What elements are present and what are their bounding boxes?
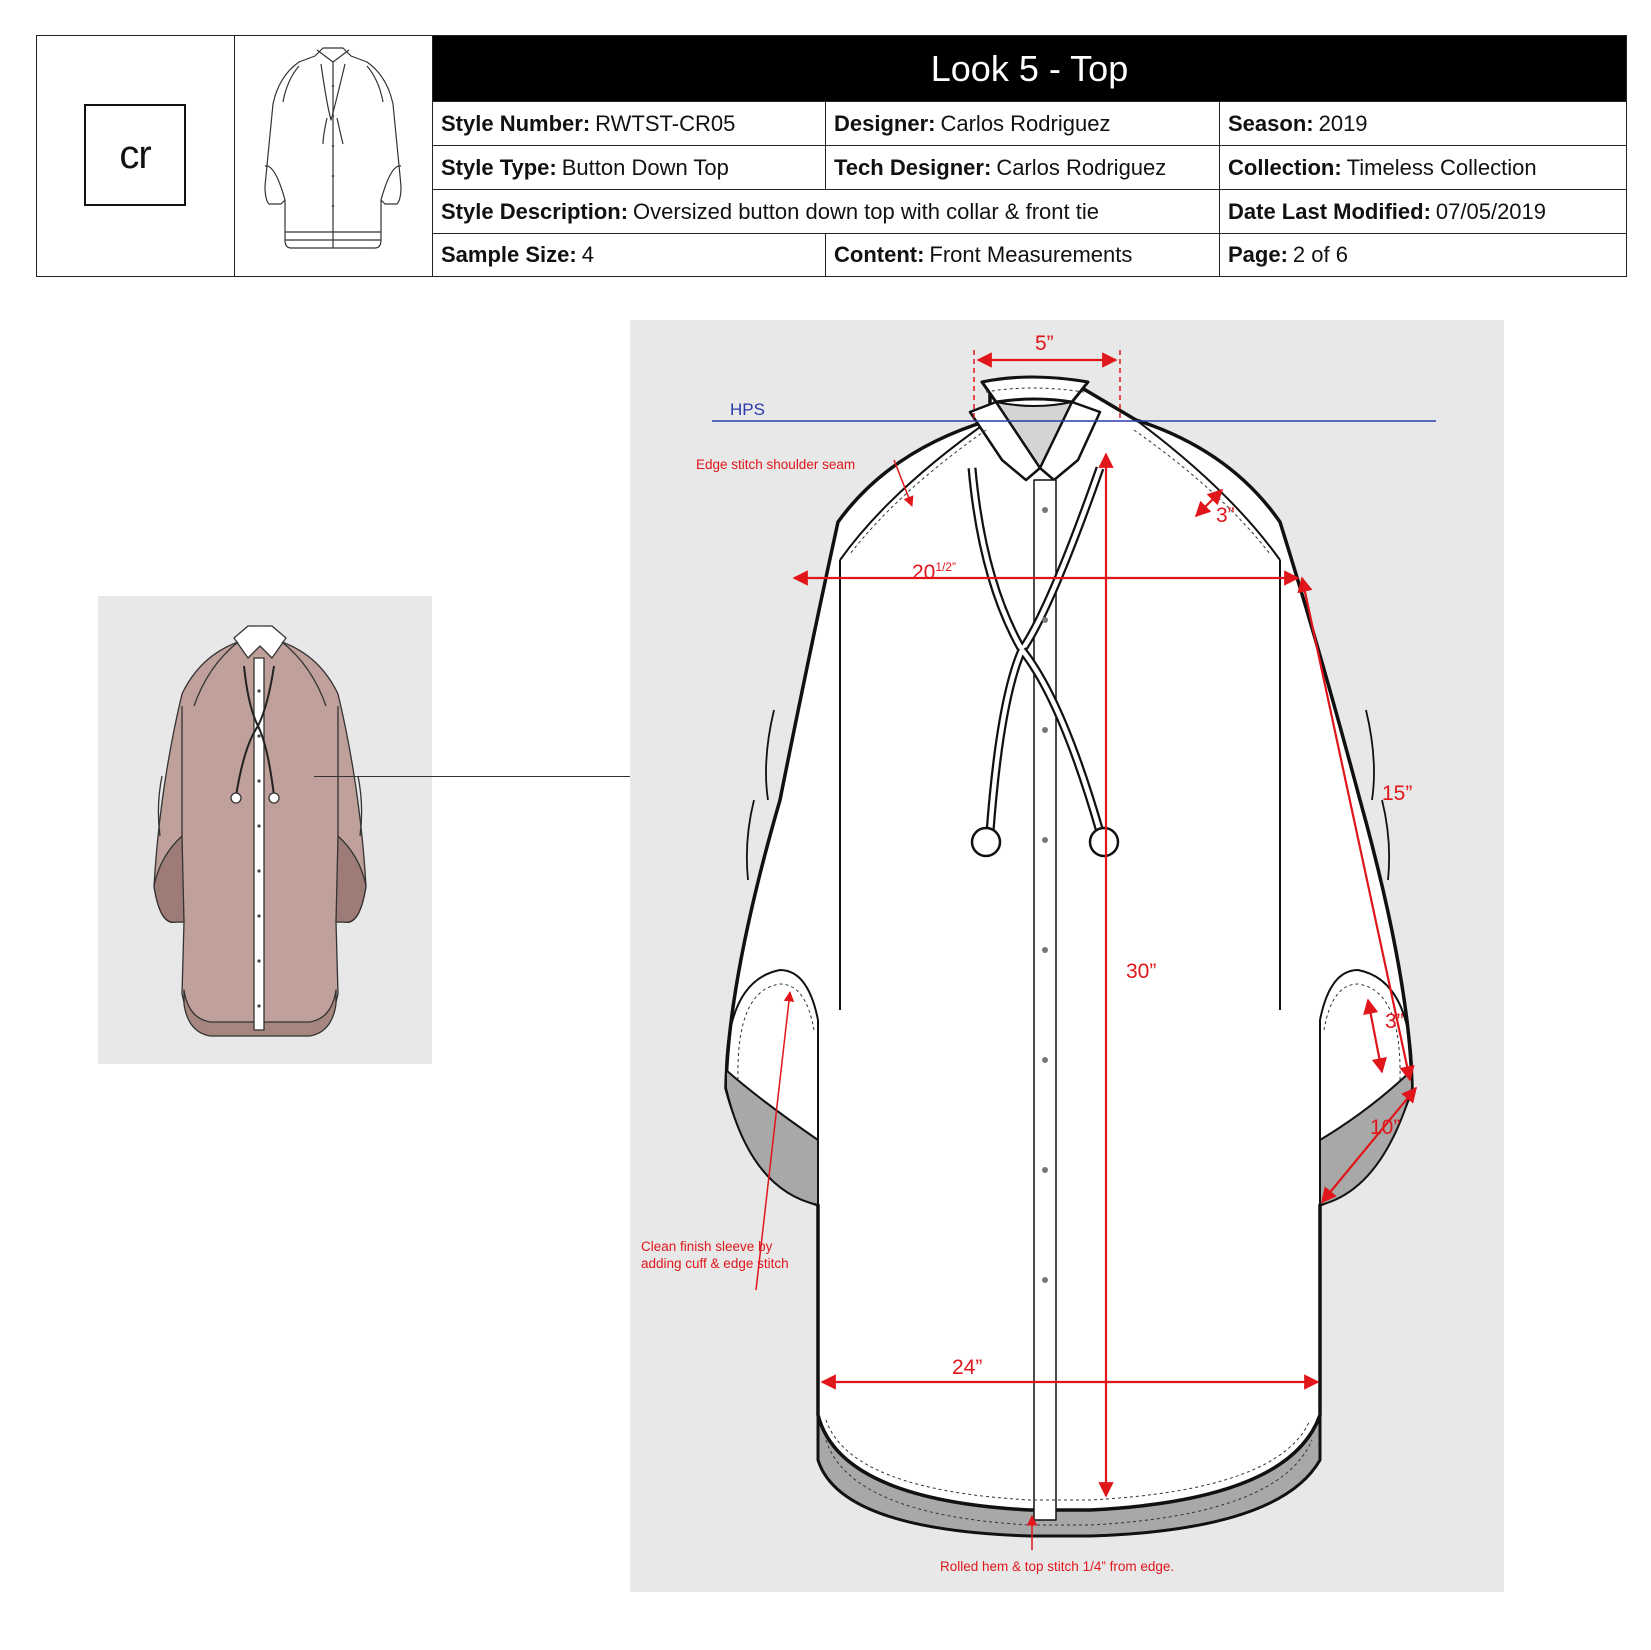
collection-cell: Collection:Timeless Collection (1219, 146, 1626, 189)
style-description-cell: Style Description:Oversized button down … (441, 198, 1099, 224)
date-modified-cell: Date Last Modified:07/05/2019 (1219, 190, 1626, 233)
sleeve-length-label: 15” (1382, 782, 1413, 805)
page-title: Look 5 - Top (433, 36, 1626, 101)
spec-header: cr Look 5 - Top Style Number:RWTST-CR (36, 35, 1627, 277)
garment-thumbnail-sketch (264, 47, 402, 249)
front-length-label: 30” (1126, 960, 1157, 983)
sleeve-finish-note-line-2: adding cuff & edge stitch (641, 1256, 789, 1271)
hps-label: HPS (730, 400, 765, 419)
header-row-2: Style Type:Button Down Top Tech Designer… (433, 145, 1626, 189)
colored-garment-sketch (153, 625, 367, 1037)
shoulder-seam-note: Edge stitch shoulder seam (696, 457, 856, 472)
cuff-height-label: 3” (1385, 1010, 1404, 1033)
style-type-cell: Style Type:Button Down Top (441, 154, 729, 180)
sample-size-cell: Sample Size: 4 (441, 242, 594, 267)
season-cell: Season:2019 (1219, 102, 1626, 145)
tech-designer-cell: Tech Designer:Carlos Rodriguez (825, 146, 1219, 189)
brand-logo-text: cr (119, 132, 151, 177)
sleeve-finish-note-line-1: Clean finish sleeve by (641, 1239, 773, 1254)
connector-line (314, 776, 636, 777)
header-row-3: Style Description:Oversized button down … (433, 189, 1626, 233)
header-row-4: Sample Size: 4 Content:Front Measurement… (433, 233, 1626, 276)
color-sketch-panel (98, 596, 432, 1064)
header-row-1: Style Number:RWTST-CR05 Designer:Carlos … (433, 101, 1626, 145)
garment-technical-flat (712, 350, 1436, 1550)
thumbnail-cell (235, 36, 433, 276)
hem-note: Rolled hem & top stitch 1/4” from edge. (940, 1559, 1175, 1574)
brand-logo: cr (84, 104, 186, 206)
page-number-cell: Page:2 of 6 (1219, 234, 1626, 276)
across-shoulder-label: 201/2” (912, 560, 957, 584)
style-number-cell: Style Number:RWTST-CR05 (441, 110, 736, 136)
shoulder-seam-label: 3” (1216, 504, 1235, 527)
neck-width-label: 5” (1035, 332, 1054, 355)
logo-cell: cr (37, 36, 235, 276)
hem-width-label: 24” (952, 1356, 983, 1379)
content-cell: Content:Front Measurements (825, 234, 1219, 276)
technical-flat-panel: HPS 5” 3” 201/2” 15” 30” 3” 10” 24” Edge… (630, 320, 1504, 1592)
sleeve-opening-label: 10” (1370, 1116, 1401, 1139)
designer-cell: Designer:Carlos Rodriguez (825, 102, 1219, 145)
